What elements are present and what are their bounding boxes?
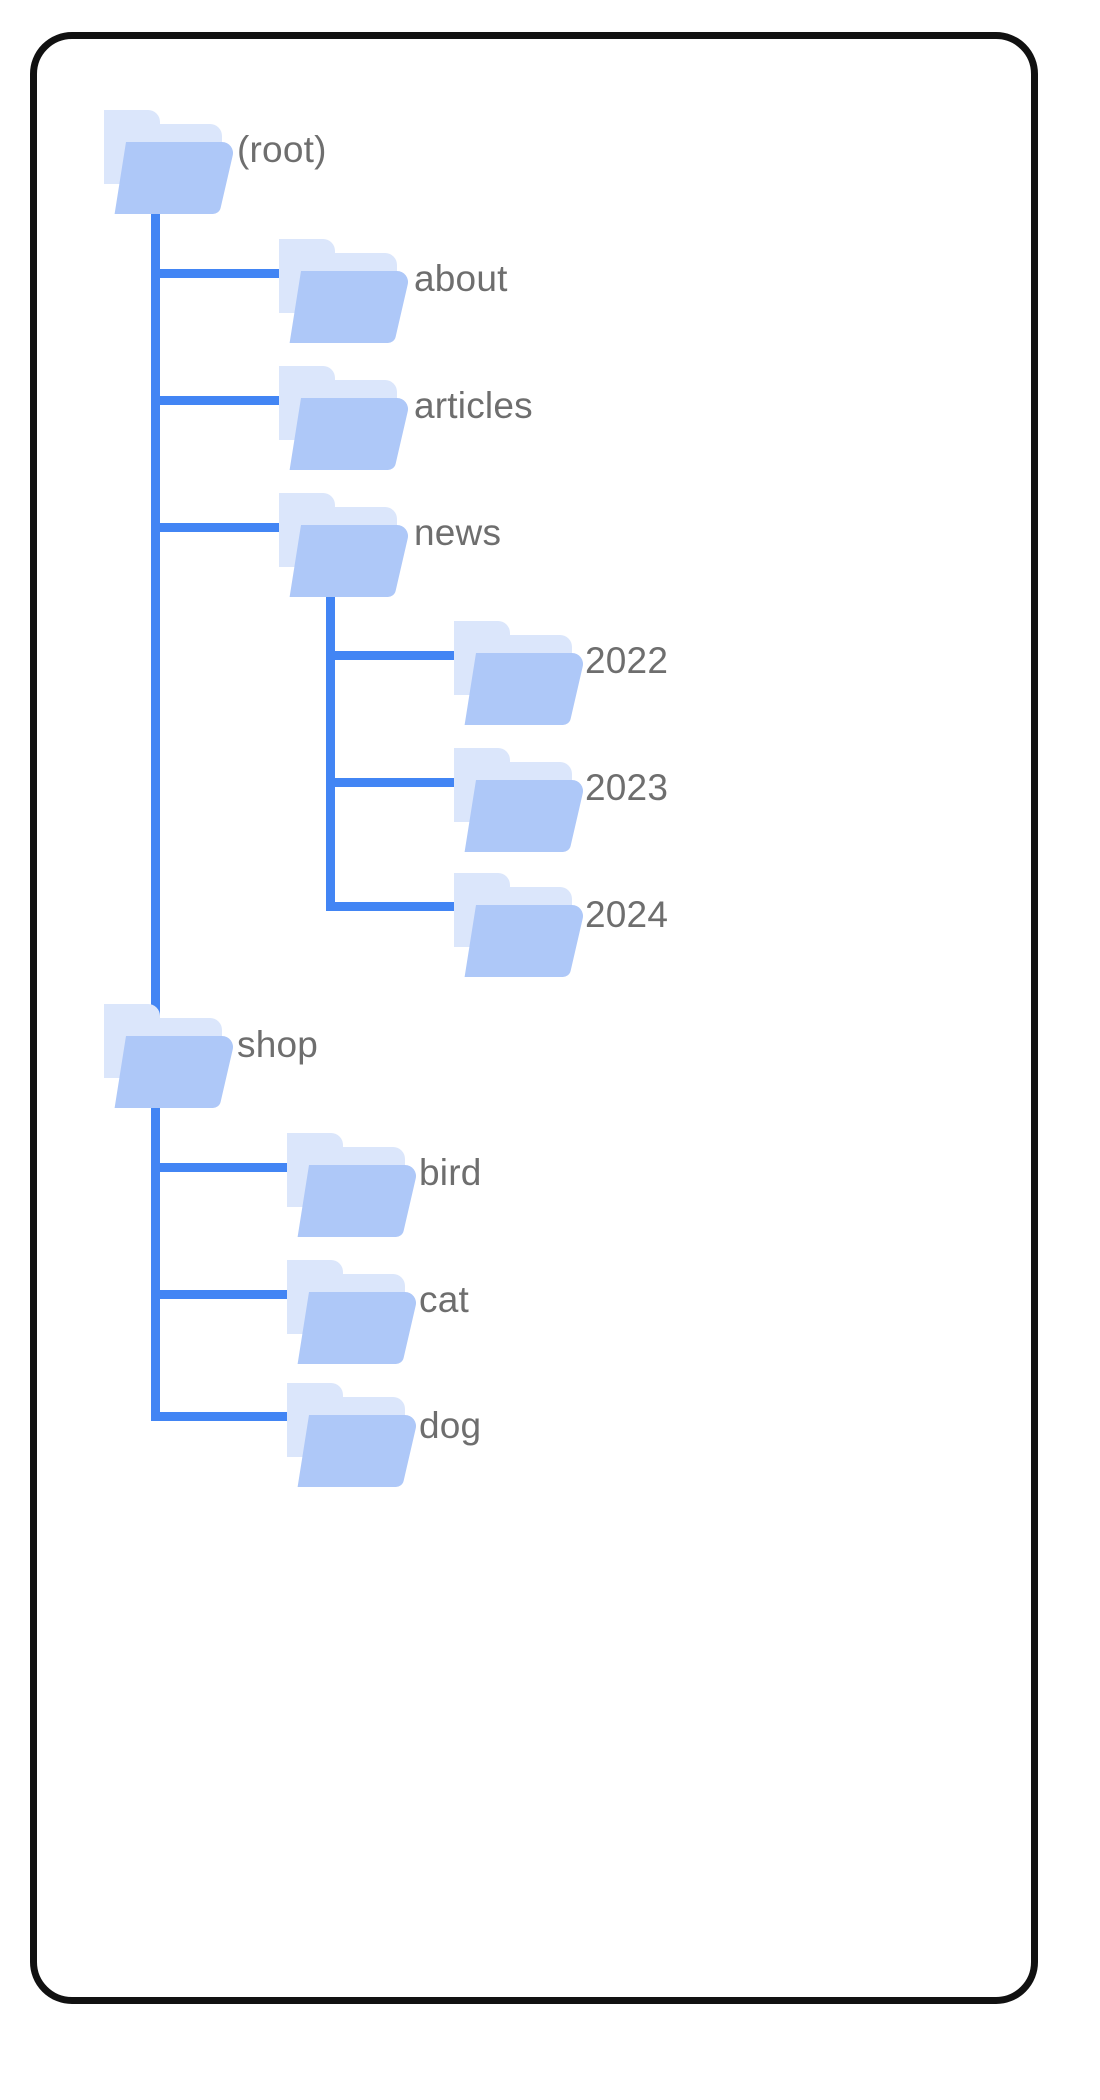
folder-icon[interactable]	[279, 493, 409, 598]
folder-icon[interactable]	[287, 1260, 417, 1365]
tree-node-label-news-2022: 2022	[585, 640, 668, 681]
tree-node-articles[interactable]: articles	[279, 366, 533, 471]
tree-node-label-news-2024: 2024	[585, 894, 668, 935]
tree-node-label-cat: cat	[419, 1279, 469, 1320]
tree-node-label-bird: bird	[419, 1152, 482, 1193]
tree-node-label-shop: shop	[237, 1024, 318, 1065]
folder-icon[interactable]	[279, 239, 409, 344]
edge-shop-bird	[151, 1163, 287, 1172]
edge-root-news	[151, 523, 279, 532]
tree-node-label-news-2023: 2023	[585, 767, 668, 808]
folder-icon[interactable]	[287, 1383, 417, 1488]
tree-node-cat[interactable]: cat	[287, 1260, 469, 1365]
edge-news-trunk	[326, 558, 335, 910]
edge-root-about	[151, 269, 279, 278]
tree-node-news-2024[interactable]: 2024	[454, 873, 668, 978]
tree-node-label-articles: articles	[414, 385, 533, 426]
tree-node-news-2022[interactable]: 2022	[454, 621, 668, 726]
edge-root-trunk	[151, 180, 160, 1018]
tree-node-bird[interactable]: bird	[287, 1133, 482, 1238]
edge-group-root	[151, 180, 279, 1018]
edge-news-2022	[326, 651, 456, 660]
tree-node-news-2023[interactable]: 2023	[454, 748, 668, 853]
edge-shop-cat	[151, 1290, 287, 1299]
tree-node-about[interactable]: about	[279, 239, 508, 344]
edge-shop-dog	[151, 1412, 287, 1421]
folder-icon[interactable]	[454, 873, 584, 978]
edge-news-2024	[326, 902, 456, 911]
edge-root-articles	[151, 396, 279, 405]
tree-node-news[interactable]: news	[279, 493, 501, 598]
tree-node-label-root: (root)	[237, 129, 327, 170]
folder-icon[interactable]	[287, 1133, 417, 1238]
folder-icon[interactable]	[279, 366, 409, 471]
folder-icon[interactable]	[104, 1004, 234, 1109]
tree-node-label-dog: dog	[419, 1405, 481, 1446]
tree-node-label-news: news	[414, 512, 501, 553]
tree-node-dog[interactable]: dog	[287, 1383, 481, 1488]
edge-group-news	[326, 558, 456, 911]
tree-node-label-about: about	[414, 258, 508, 299]
tree-node-shop[interactable]: shop	[104, 1004, 318, 1109]
folder-icon[interactable]	[104, 110, 234, 215]
edge-shop-trunk	[151, 1050, 160, 1420]
edge-news-2023	[326, 778, 456, 787]
folder-icon[interactable]	[454, 621, 584, 726]
edge-group-shop	[151, 1050, 287, 1421]
folder-icon[interactable]	[454, 748, 584, 853]
tree-node-root[interactable]: (root)	[104, 110, 327, 215]
